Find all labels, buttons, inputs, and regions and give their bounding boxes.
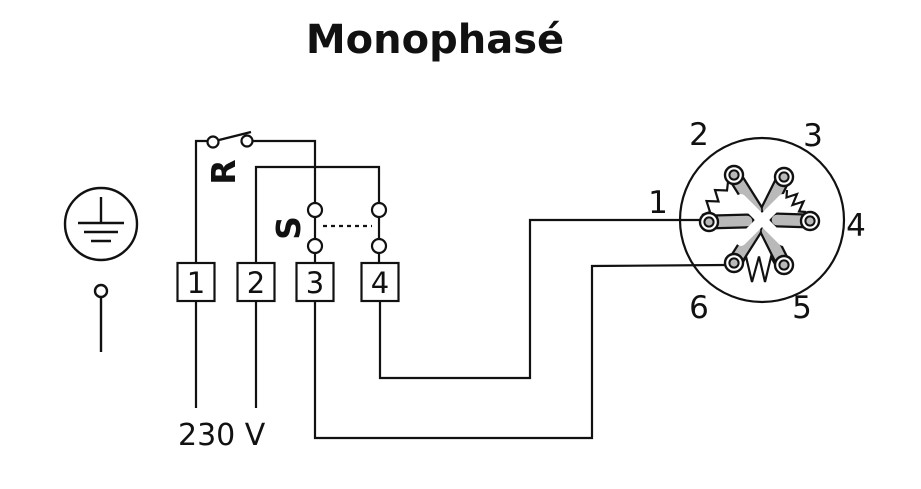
- plate-label-4: 4: [846, 208, 866, 244]
- wire-box2-to-switch-s: [254, 165, 381, 263]
- plate-label-6: 6: [689, 290, 709, 326]
- switch-s-label: S: [269, 216, 308, 240]
- switch-s-left-contact-top: [306, 201, 324, 219]
- plate-label-5: 5: [792, 290, 812, 326]
- switch-r-contact-left: [206, 135, 220, 149]
- wire-box4-to-motor-terminal-1: [378, 218, 700, 380]
- wire-box3-to-motor-terminal-6: [313, 263, 726, 440]
- terminal-box-2-label: 2: [247, 266, 265, 300]
- switch-r-label: R: [204, 159, 243, 184]
- motor-terminal-plate: 1 2 3 4 5 6: [648, 117, 866, 326]
- earth-ground-icon: [63, 186, 139, 352]
- motor-terminal-1: [698, 211, 720, 233]
- plate-label-2: 2: [689, 117, 709, 153]
- supply-voltage-label: 230 V: [178, 418, 266, 453]
- motor-terminal-2: [723, 164, 745, 186]
- terminal-box-3-label: 3: [306, 266, 324, 300]
- winding-symbol-5-6: [740, 253, 777, 283]
- switch-r-contact-right: [240, 134, 254, 148]
- terminal-studs: [698, 164, 821, 276]
- switch-r-blade: [218, 130, 252, 142]
- circuit-wiring: [194, 130, 726, 440]
- wire-switch-r-to-switch-s: [253, 139, 317, 203]
- plate-label-1: 1: [648, 185, 668, 221]
- terminal-blocks: [176, 261, 400, 303]
- switch-s-right-contact-top: [370, 201, 388, 219]
- switch-s-left-contact-bottom: [306, 237, 324, 255]
- switch-s-right-contact-bottom: [370, 237, 388, 255]
- motor-terminal-4: [799, 210, 821, 232]
- plate-label-3: 3: [803, 118, 823, 154]
- terminal-box-1: [176, 261, 216, 303]
- motor-terminal-5: [773, 254, 795, 276]
- motor-terminal-3: [773, 166, 795, 188]
- motor-terminal-6: [723, 252, 745, 274]
- page-title: Monophasé: [306, 17, 564, 63]
- earth-circle: [63, 186, 139, 262]
- terminal-box-3: [295, 261, 335, 303]
- winding-symbol-3-4: [785, 189, 807, 214]
- terminal-box-2: [236, 261, 276, 303]
- terminal-box-4-label: 4: [371, 266, 389, 300]
- link-bar-center-gap: [736, 194, 788, 246]
- terminal-box-4: [360, 261, 400, 303]
- earth-terminal-dot: [93, 283, 109, 299]
- terminal-box-1-label: 1: [187, 266, 205, 300]
- wire-box1-to-switch-r: [194, 139, 208, 263]
- terminal-plate-circle: [678, 136, 846, 304]
- winding-symbol-1-2: [701, 181, 730, 217]
